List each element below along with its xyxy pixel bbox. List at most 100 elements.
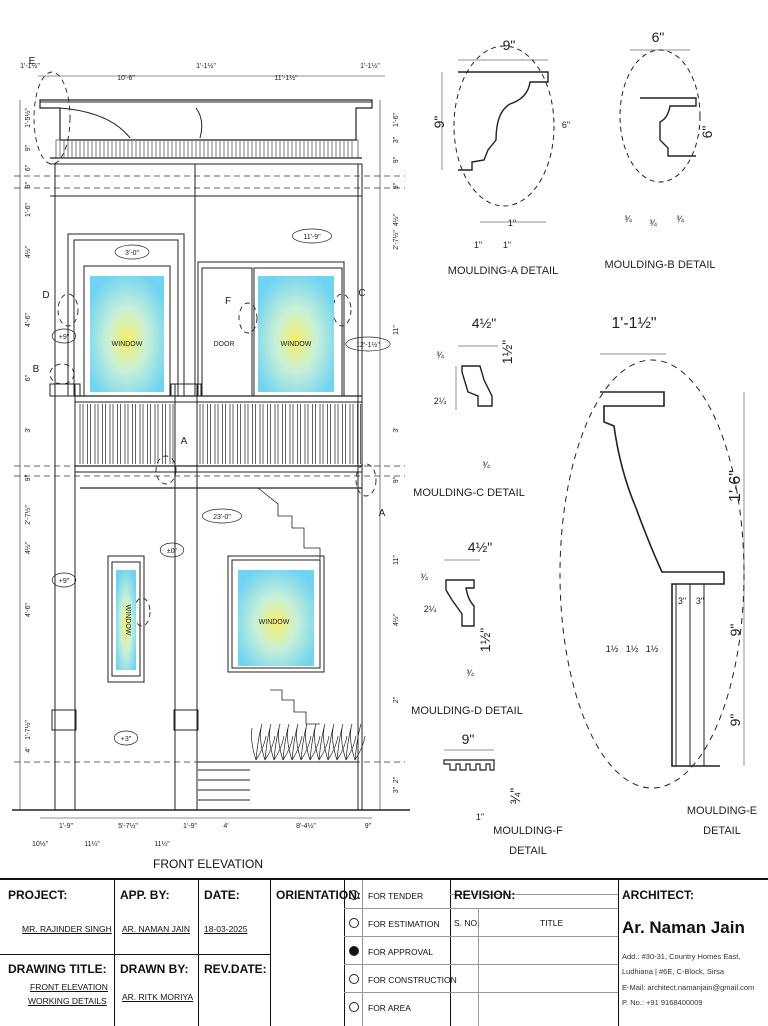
dim-left: 2'-7½" — [24, 505, 32, 525]
sno-label: S. NO. — [454, 918, 480, 928]
dim-right: 11" — [393, 555, 400, 565]
baluster — [162, 404, 166, 464]
dim-callout-ring — [345, 336, 391, 352]
baluster — [252, 404, 256, 464]
dim-left: 3' — [25, 427, 32, 432]
detail-dim: 1½ — [646, 644, 659, 654]
detail-dim: ¾ — [420, 572, 428, 582]
baluster — [244, 404, 249, 464]
baluster — [87, 404, 91, 464]
dim-right: 9" — [393, 182, 400, 189]
dim-top: 1'-1½" — [196, 62, 216, 70]
dim-left: 1'-6" — [25, 203, 32, 217]
status-option-label: FOR APPROVAL — [368, 947, 434, 957]
drawing-title-line1: FRONT ELEVATION — [30, 982, 108, 992]
architect-name: Ar. Naman Jain — [622, 918, 745, 937]
section-marker-letter: A — [181, 436, 188, 447]
moulding-d — [444, 559, 480, 627]
detail-dim: 6" — [699, 126, 715, 139]
baluster — [147, 404, 151, 464]
dim-callout-ring — [114, 244, 150, 260]
plant — [323, 723, 339, 761]
dim-left: 4'-6" — [25, 603, 32, 617]
baluster — [229, 404, 234, 464]
dim-right: 3' — [393, 427, 400, 432]
orientation-label: ORIENTATION: — [276, 888, 361, 902]
dim-bottom: 8'-4½" — [296, 822, 316, 830]
baluster — [282, 404, 286, 464]
dim-right: 9" — [393, 156, 400, 163]
dim-callout-ring — [202, 508, 242, 524]
dim-left: 4' — [25, 747, 32, 752]
moulding-a — [441, 45, 555, 223]
plant — [296, 723, 312, 761]
dim-right: 1'-6" — [393, 113, 400, 127]
moulding-c — [455, 345, 498, 410]
title-block: PROJECT: MR. RAJINDER SINGH APP. BY: AR.… — [0, 878, 768, 1026]
drawn-by-label: DRAWN BY: — [120, 962, 189, 976]
baluster — [154, 404, 159, 464]
dim-callout-ring — [292, 228, 332, 244]
dim-bottom: 11¼" — [154, 841, 170, 848]
planter-plants — [251, 723, 366, 761]
detail-dim: ¾" — [507, 788, 523, 805]
status-radio[interactable] — [349, 946, 359, 956]
window-label-3: WINDOW — [259, 619, 290, 626]
dim-callout-ring — [51, 328, 77, 344]
detail-dim: 3" — [696, 596, 704, 606]
dim-bottom: 11¼" — [84, 841, 100, 848]
baluster — [109, 404, 114, 464]
project-value: MR. RAJINDER SINGH — [22, 924, 112, 934]
window-glass-upper-left — [90, 276, 164, 392]
plant — [260, 723, 276, 761]
dim-bottom: 9" — [365, 823, 372, 830]
dim-bottom: 5'-7½" — [118, 822, 138, 830]
dim-right: 11" — [393, 325, 400, 335]
status-radio[interactable] — [349, 1002, 359, 1012]
app-by-label: APP. BY: — [120, 888, 170, 902]
detail-labels: MOULDING-A DETAIL9"9"6"1"1"1"MOULDING-B … — [411, 29, 757, 857]
detail-title: MOULDING-B DETAIL — [604, 259, 715, 271]
plant — [269, 723, 285, 761]
detail-dim: 1'-1½" — [611, 315, 656, 332]
status-radio[interactable] — [349, 890, 359, 900]
detail-dim: 1½ — [626, 644, 639, 654]
baluster — [259, 404, 264, 464]
baluster — [139, 404, 144, 464]
detail-dim: 1" — [508, 218, 516, 228]
dim-callout: +9" — [59, 334, 70, 341]
window-glass-upper-right — [258, 276, 334, 392]
baluster — [357, 404, 361, 464]
dim-right: 3" — [393, 136, 400, 143]
moulding-b — [619, 49, 701, 183]
status-radio[interactable] — [349, 918, 359, 928]
dim-right: 2" — [393, 776, 400, 783]
detail-dim: 9" — [462, 731, 475, 747]
baluster — [199, 404, 204, 464]
baluster — [237, 404, 241, 464]
dim-callout-ring — [113, 730, 139, 746]
section-markers — [33, 71, 377, 627]
detail-dim: 4½" — [468, 539, 492, 555]
section-marker-letter: E — [29, 56, 36, 67]
dim-left: 9" — [25, 181, 32, 188]
baluster — [304, 404, 309, 464]
revision-label: REVISION: — [454, 888, 516, 902]
status-radio[interactable] — [349, 974, 359, 984]
baluster — [214, 404, 219, 464]
dim-left: 6" — [25, 374, 32, 381]
moulding-f — [443, 749, 495, 771]
elevation-dimensions: 1'-1½"10'-6"1'-1½"11'-1½"1'-1½"1'-5½"9"6… — [20, 56, 400, 848]
dim-bottom: 4' — [223, 823, 228, 830]
project-label: PROJECT: — [8, 888, 68, 902]
date-label: DATE: — [204, 888, 240, 902]
drawn-by-value: AR. RITK MORIYA — [122, 992, 194, 1002]
baluster — [349, 404, 354, 464]
dim-callout-ring — [159, 542, 185, 558]
baluster — [334, 404, 339, 464]
dim-left: 6" — [25, 164, 32, 171]
section-marker-letter: B — [33, 364, 40, 375]
detail-title: MOULDING-D DETAIL — [411, 705, 523, 717]
baluster — [297, 404, 301, 464]
